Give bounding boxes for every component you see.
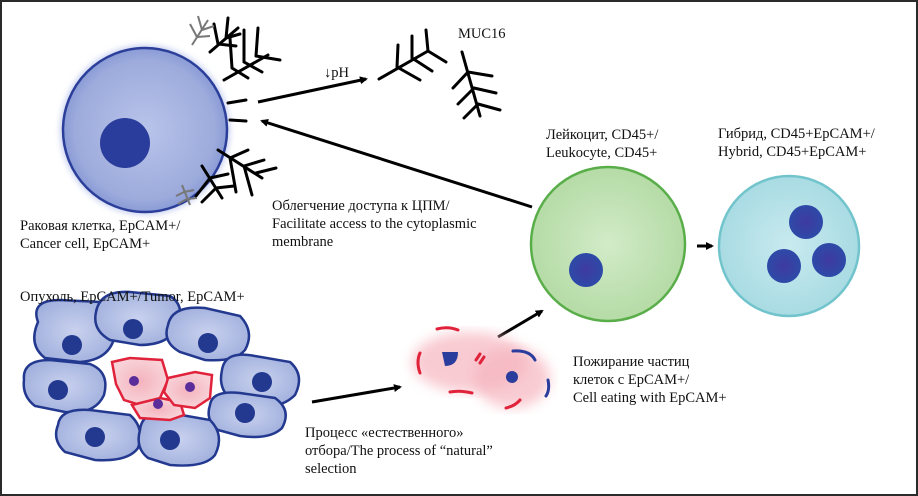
selection-label-2: отбора/The process of “natural” (305, 443, 493, 459)
facilitate-label-1: Облегчение доступа к ЦПМ/ (272, 198, 450, 214)
cell-debris (412, 326, 551, 410)
cell-eating-label-2: клеток с EpCAM+/ (573, 372, 690, 388)
arrow-cancer-to-muc16 (257, 76, 368, 104)
facilitate-label-2: Facilitate access to the cytoplasmic (272, 216, 477, 232)
arrow-leukocyte-to-cancer (260, 119, 533, 209)
muc16-label: MUC16 (458, 26, 506, 42)
tumor-cell (54, 408, 142, 462)
cell-eating-label-3: Cell eating with EpCAM+ (573, 390, 727, 406)
hybrid-nucleus (767, 249, 801, 283)
hybrid-nucleus (789, 205, 823, 239)
selection-label-1: Процесс «естественного» (305, 425, 464, 441)
hybrid-label-ru: Гибрид, CD45+EpCAM+/ (718, 126, 875, 142)
leukocyte-cell (529, 165, 687, 323)
arrow-tumor-to-debris (311, 384, 402, 404)
hybrid-nucleus (812, 243, 846, 277)
tumor-cell (94, 290, 182, 347)
free-muc16 (377, 28, 502, 120)
selected-tumor-cells (110, 356, 214, 422)
cell-eating-label-1: Пожирание частиц (573, 354, 690, 370)
cancer-cell (60, 45, 230, 215)
tumor-tissue (22, 290, 301, 467)
cancer-cell-label-en: Cancer cell, EpCAM+ (20, 236, 151, 252)
tumor-cell (22, 358, 107, 414)
hybrid-label-en: Hybrid, CD45+EpCAM+ (718, 144, 867, 160)
tumor-cell (165, 306, 251, 362)
muc16-receptors (194, 16, 282, 204)
tumor-label: Опухоль, EpCAM+/Tumor, EpCAM+ (20, 289, 245, 305)
tumor-cell (137, 411, 221, 467)
muc16-receptors-faint (175, 15, 215, 206)
cancer-cell-nucleus (100, 118, 150, 168)
leukocyte-label-ru: Лейкоцит, CD45+/ (546, 127, 659, 143)
arrow-debris-to-leukocyte (497, 309, 544, 339)
ph-label: ↓pH (324, 65, 349, 81)
hybrid-cell (717, 174, 861, 318)
leukocyte-nucleus (569, 253, 603, 287)
tumor-cell (207, 391, 287, 439)
cancer-cell-label-ru: Раковая клетка, EpCAM+/ (20, 218, 181, 234)
facilitate-label-3: membrane (272, 234, 334, 250)
leukocyte-label-en: Leukocyte, CD45+ (546, 145, 658, 161)
selection-label-3: selection (305, 461, 357, 477)
